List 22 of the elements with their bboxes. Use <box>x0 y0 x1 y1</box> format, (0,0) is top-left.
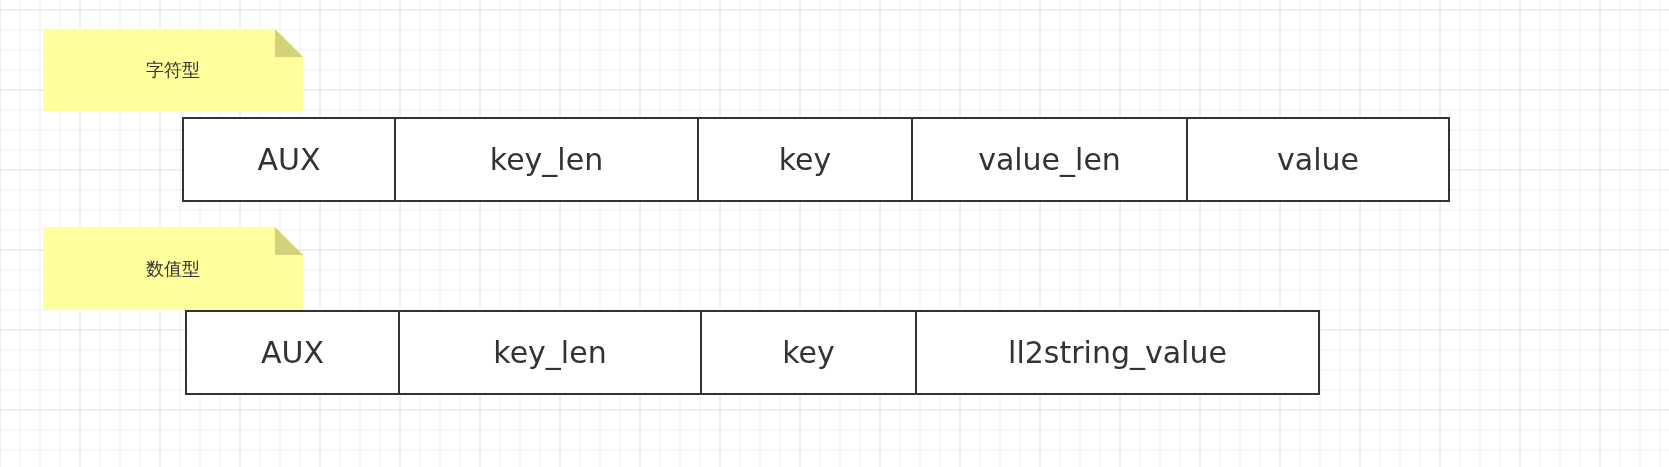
sticky-note <box>43 227 303 310</box>
record-field <box>1186 117 1450 202</box>
field-label: key_len <box>489 142 604 177</box>
field-label: AUX <box>257 142 321 177</box>
field-label: value <box>1277 142 1359 177</box>
field-label: key <box>778 142 832 177</box>
record-field <box>700 310 917 395</box>
field-label: value_len <box>978 142 1121 177</box>
note-text: 数值型 <box>146 256 200 281</box>
note-text: 字符型 <box>146 58 200 82</box>
field-label: key_len <box>493 335 607 370</box>
sticky-note <box>43 29 303 111</box>
field-label: AUX <box>260 335 324 370</box>
record-field <box>398 310 702 395</box>
field-label: key <box>782 335 835 370</box>
record-field <box>185 310 400 395</box>
field-label: ll2string_value <box>1008 335 1227 370</box>
record-field <box>911 117 1188 202</box>
record-field <box>915 310 1320 395</box>
record-field <box>182 117 396 202</box>
record-field <box>394 117 699 202</box>
record-field <box>697 117 913 202</box>
